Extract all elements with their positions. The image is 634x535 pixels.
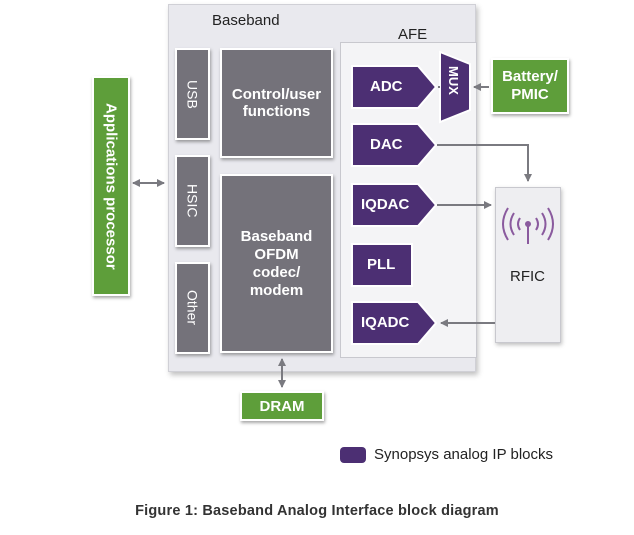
control-user-functions-label: Control/user functions — [231, 86, 322, 120]
dac-block — [351, 123, 438, 167]
baseband-codec-label: Baseband OFDM codec/ modem — [240, 227, 313, 299]
applications-processor-block: Applications processor — [92, 76, 130, 296]
dram-block: DRAM — [240, 391, 324, 421]
iqadc-block — [351, 301, 438, 345]
dram-label: DRAM — [259, 397, 305, 415]
dac-label: DAC — [370, 136, 403, 153]
iqdac-label: IQDAC — [361, 196, 410, 213]
rfic-label: RFIC — [510, 268, 545, 285]
other-block: Other — [175, 262, 210, 354]
mux-label: MUX — [446, 66, 461, 95]
usb-label: USB — [184, 79, 201, 109]
control-user-functions-block: Control/user functions — [220, 48, 333, 158]
hsic-block: HSIC — [175, 155, 210, 247]
iqadc-label: IQADC — [361, 314, 410, 331]
applications-processor-label: Applications processor — [102, 102, 120, 270]
usb-block: USB — [175, 48, 210, 140]
legend-swatch — [340, 447, 366, 463]
baseband-label: Baseband — [212, 12, 280, 29]
dac-rfic-arrow — [437, 144, 532, 182]
other-label: Other — [184, 290, 201, 326]
pll-label: PLL — [367, 256, 396, 273]
legend-label: Synopsys analog IP blocks — [374, 446, 553, 463]
pll-block — [351, 243, 413, 287]
hsic-label: HSIC — [184, 184, 201, 218]
figure-caption: Figure 1: Baseband Analog Interface bloc… — [135, 503, 499, 519]
adc-block — [351, 65, 438, 109]
baseband-codec-block: Baseband OFDM codec/ modem — [220, 174, 333, 353]
adc-label: ADC — [370, 78, 403, 95]
antenna-icon — [502, 207, 554, 244]
battery-pmic-block: Battery/ PMIC — [491, 58, 569, 114]
mux-block — [439, 50, 471, 124]
iqdac-block — [351, 183, 438, 227]
battery-pmic-label: Battery/ PMIC — [502, 68, 558, 103]
afe-label: AFE — [398, 26, 428, 43]
